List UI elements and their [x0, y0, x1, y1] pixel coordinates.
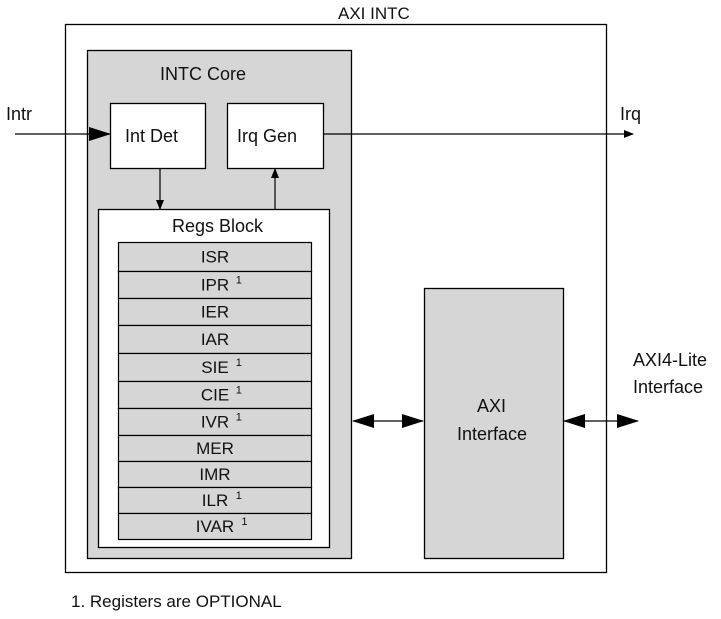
- footnote: 1. Registers are OPTIONAL: [71, 592, 282, 611]
- optional-footnote-marker: 1: [236, 412, 242, 424]
- register-cell: [117, 270, 313, 300]
- irq-gen-block: [226, 102, 325, 170]
- intc-core-title: INTC Core: [160, 64, 246, 84]
- irq-gen-label: Irq Gen: [237, 126, 297, 146]
- register-name: IAR: [201, 330, 229, 349]
- register-name: IMR: [199, 465, 230, 484]
- optional-footnote-marker: 1: [241, 516, 247, 528]
- register-cell: [117, 241, 313, 273]
- register-row-ipr: IPR 1: [117, 270, 313, 300]
- axi4-lite-label-line2: Interface: [633, 377, 703, 397]
- register-cell: [117, 352, 313, 383]
- register-cell: [117, 512, 313, 541]
- optional-footnote-marker: 1: [236, 490, 242, 502]
- register-row-isr: ISR: [117, 241, 313, 273]
- axi4-lite-label-line1: AXI4-Lite: [633, 350, 707, 370]
- register-name: ILR: [202, 491, 228, 510]
- register-row-imr: IMR: [117, 460, 313, 489]
- register-row-sie: SIE 1: [117, 352, 313, 383]
- irq-signal-label: Irq: [620, 104, 641, 124]
- register-name: ISR: [201, 248, 229, 267]
- register-name: IER: [201, 303, 229, 322]
- axi-intc-title: AXI INTC: [338, 4, 410, 23]
- register-cell: [117, 324, 313, 355]
- register-cell: [117, 297, 313, 327]
- optional-footnote-marker: 1: [236, 385, 242, 397]
- register-row-ilr: ILR 1: [117, 486, 313, 515]
- int-det-label: Int Det: [125, 126, 178, 146]
- regs-block-title: Regs Block: [172, 216, 264, 236]
- register-name: MER: [196, 439, 234, 458]
- int-det-block: [109, 102, 207, 170]
- optional-footnote-marker: 1: [236, 275, 242, 287]
- register-cell: [117, 486, 313, 515]
- register-row-iar: IAR: [117, 324, 313, 355]
- register-cell: [117, 380, 313, 410]
- register-row-ier: IER: [117, 297, 313, 327]
- register-name: IVAR: [196, 517, 234, 536]
- axi-interface-block: [423, 287, 565, 560]
- axi-interface-label-line2: Interface: [457, 424, 527, 444]
- register-row-cie: CIE 1: [117, 380, 313, 410]
- register-name: IVR: [201, 413, 229, 432]
- register-row-ivar: IVAR 1: [117, 512, 313, 541]
- register-cell: [117, 460, 313, 489]
- register-row-ivr: IVR 1: [117, 407, 313, 437]
- register-name: CIE: [201, 386, 229, 405]
- register-cell: [117, 407, 313, 437]
- register-name: IPR: [201, 276, 229, 295]
- optional-footnote-marker: 1: [236, 357, 242, 369]
- axi-interface-label-line1: AXI: [477, 396, 506, 416]
- register-name: SIE: [201, 358, 228, 377]
- register-row-mer: MER: [117, 434, 313, 463]
- intr-signal-label: Intr: [6, 104, 32, 124]
